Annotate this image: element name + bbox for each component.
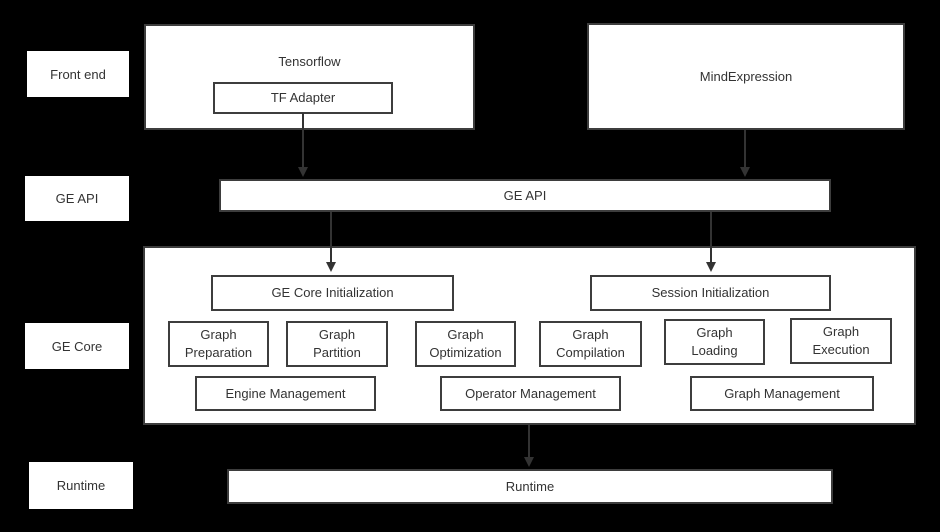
graph-management-box: Graph Management: [690, 376, 874, 411]
arrow-shaft: [744, 130, 746, 167]
graph-partition-box: Graph Partition: [286, 321, 388, 367]
mindexpression-box: MindExpression: [587, 23, 905, 130]
row-label-ge-api: GE API: [25, 176, 129, 221]
arrow-ge-api-to-ge-core-init: [326, 212, 336, 272]
graph-loading-box: Graph Loading: [664, 319, 765, 365]
arrow-tf-adapter-to-ge-api: [298, 113, 308, 177]
operator-management-box: Operator Management: [440, 376, 621, 411]
arrow-shaft: [330, 212, 332, 262]
ge-api-bar: GE API: [219, 179, 831, 212]
graph-compilation-box: Graph Compilation: [539, 321, 642, 367]
engine-management-box: Engine Management: [195, 376, 376, 411]
row-label-ge-core: GE Core: [25, 323, 129, 369]
tf-adapter-box: TF Adapter: [213, 82, 393, 114]
arrow-shaft: [302, 113, 304, 167]
arrow-head-icon: [326, 262, 336, 272]
tensorflow-box: Tensorflow TF Adapter: [144, 24, 475, 130]
arrow-ge-api-to-session-init: [706, 212, 716, 272]
graph-optimization-box: Graph Optimization: [415, 321, 516, 367]
ge-core-box: GE Core Initialization Session Initializ…: [143, 246, 916, 425]
arrow-head-icon: [298, 167, 308, 177]
arrow-head-icon: [740, 167, 750, 177]
graph-execution-box: Graph Execution: [790, 318, 892, 364]
arrow-ge-core-to-runtime: [524, 425, 534, 467]
tensorflow-title: Tensorflow: [278, 54, 341, 69]
arrow-head-icon: [524, 457, 534, 467]
arrow-head-icon: [706, 262, 716, 272]
arrow-mindexpression-to-ge-api: [740, 130, 750, 177]
arrow-shaft: [528, 425, 530, 457]
row-label-front-end: Front end: [27, 51, 129, 97]
arrow-shaft: [710, 212, 712, 262]
session-initialization-box: Session Initialization: [590, 275, 831, 311]
ge-core-initialization-box: GE Core Initialization: [211, 275, 454, 311]
graph-preparation-box: Graph Preparation: [168, 321, 269, 367]
row-label-runtime: Runtime: [29, 462, 133, 509]
runtime-bar: Runtime: [227, 469, 833, 504]
